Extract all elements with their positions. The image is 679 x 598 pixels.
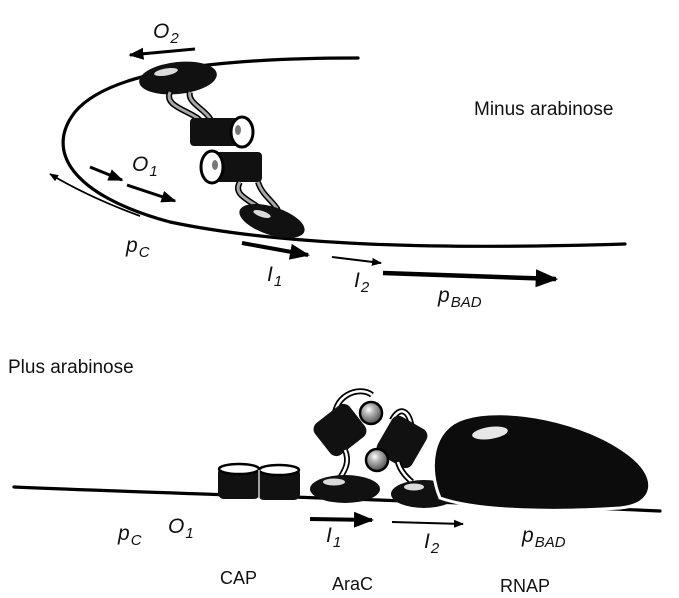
bottom-i1-sub: 1: [333, 534, 341, 551]
top-o2-label: O2: [153, 21, 179, 46]
i1-arrow: [242, 243, 308, 255]
bottom-pbad-main: p: [522, 524, 534, 547]
i2-arrow: [332, 257, 381, 263]
top-i2-label: I2: [354, 270, 369, 295]
top-pc-main: p: [126, 234, 138, 257]
bottom-i1-label: I1: [326, 525, 341, 550]
top-o1-main: O: [132, 153, 148, 176]
bottom-pbad-label: pBAD: [522, 525, 566, 550]
cap-dimer: [218, 464, 300, 500]
arac-dimer-looped: [138, 58, 309, 245]
o1-arrow-left: [90, 167, 122, 180]
protein-label-rnap: RNAP: [500, 577, 550, 595]
pbad-arrow: [383, 273, 556, 279]
i1-arrow-bottom: [310, 519, 372, 520]
top-o2-main: O: [153, 20, 169, 43]
bottom-o1-sub: 1: [185, 525, 193, 542]
condition-minus-arabinose: Minus arabinose: [474, 100, 613, 119]
top-i1-sub: 1: [274, 273, 282, 290]
bottom-pc-label: pC: [118, 523, 142, 548]
o1-arrow-right: [127, 185, 175, 201]
o2-arrow: [130, 49, 195, 55]
bottom-o1-main: O: [168, 515, 184, 538]
protein-label-cap: CAP: [220, 569, 257, 587]
rnap-blob: [433, 414, 649, 511]
bottom-panel: [14, 391, 660, 524]
top-pbad-main: p: [438, 284, 450, 307]
top-o1-label: O1: [132, 154, 158, 179]
top-pbad-label: pBAD: [438, 285, 482, 310]
bottom-i2-sub: 2: [431, 540, 439, 557]
bottom-pc-main: p: [118, 522, 130, 545]
top-i2-sub: 2: [361, 279, 369, 296]
top-i1-main: I: [267, 263, 273, 286]
top-i2-main: I: [354, 269, 360, 292]
i2-arrow-bottom: [392, 522, 463, 524]
bottom-i1-main: I: [326, 524, 332, 547]
top-o1-sub: 1: [149, 163, 157, 180]
bottom-pc-sub: C: [131, 532, 142, 549]
top-i1-label: I1: [267, 264, 282, 289]
bottom-i2-main: I: [424, 530, 430, 553]
bottom-i2-label: I2: [424, 531, 439, 556]
top-o2-sub: 2: [170, 30, 178, 47]
top-pbad-sub: BAD: [451, 294, 482, 311]
condition-plus-arabinose: Plus arabinose: [8, 358, 134, 377]
top-pc-sub: C: [139, 244, 150, 261]
top-pc-label: pC: [126, 235, 150, 260]
bottom-o1-label: O1: [168, 516, 194, 541]
pc-arrow: [50, 174, 140, 216]
protein-label-arac: AraC: [332, 575, 373, 593]
bottom-pbad-sub: BAD: [535, 534, 566, 551]
